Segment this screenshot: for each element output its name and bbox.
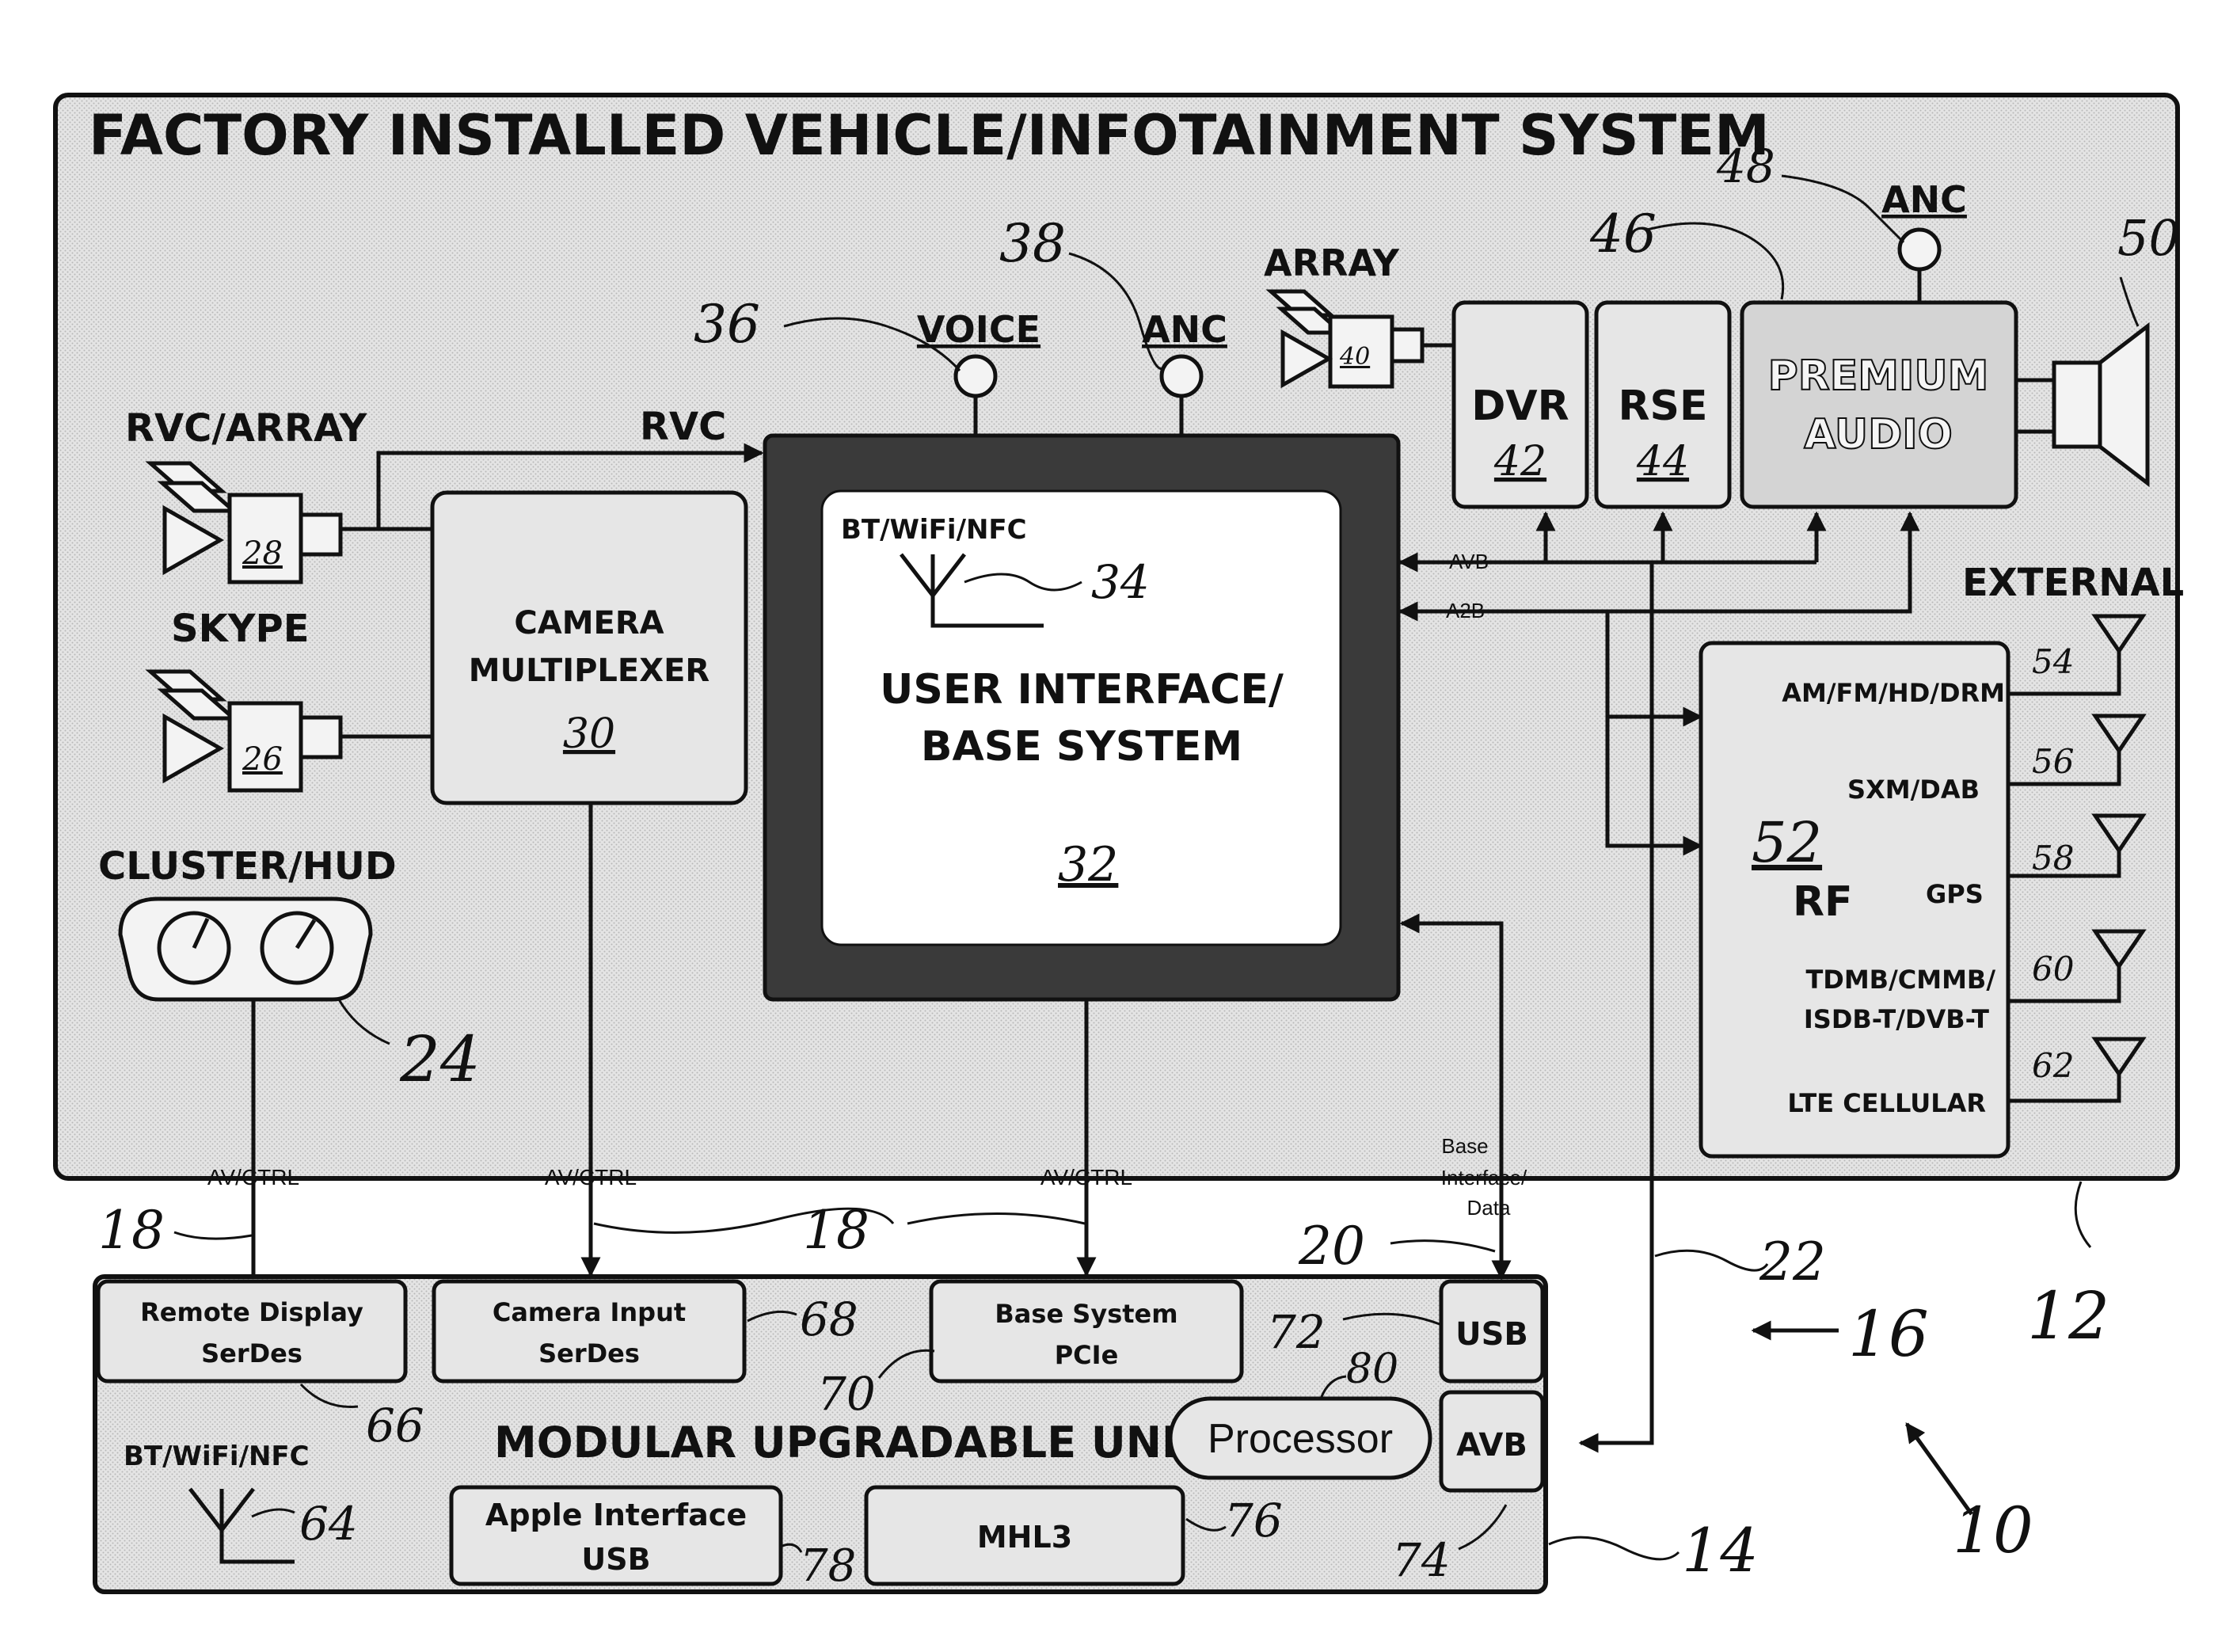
camera-multiplexer-line2: MULTIPLEXER xyxy=(469,653,709,689)
module-antenna-number: 64 xyxy=(299,1497,358,1551)
rf-label: RF xyxy=(1793,878,1853,926)
voice-mic-icon xyxy=(956,356,995,396)
anc2-mic-icon xyxy=(1900,230,1939,269)
module-bt-label: BT/WiFi/NFC xyxy=(124,1441,310,1472)
speaker-number: 50 xyxy=(2117,209,2180,267)
base-bt-label: BT/WiFi/NFC xyxy=(841,514,1027,546)
link-20-leader xyxy=(1390,1241,1495,1251)
camera-multiplexer-number: 30 xyxy=(563,710,615,758)
remote-display-number: 66 xyxy=(366,1399,424,1452)
rf-tdmb-line2: ISDB-T/DVB-T xyxy=(1804,1004,1989,1034)
link-22-leader xyxy=(1655,1250,1767,1270)
rf-sxm-label: SXM/DAB xyxy=(1847,775,1980,805)
premium-audio-line2: AUDIO xyxy=(1804,411,1953,459)
camera-input-number: 68 xyxy=(800,1292,858,1346)
avb-port-label: AVB xyxy=(1456,1427,1527,1464)
rvc-camera-number: 28 xyxy=(242,535,283,572)
apple-interface-line2: USB xyxy=(581,1542,650,1577)
factory-12-leader xyxy=(2075,1182,2090,1247)
link-22-number: 22 xyxy=(1759,1231,1826,1292)
processor-label: Processor xyxy=(1208,1416,1393,1462)
base-antenna-number: 34 xyxy=(1091,555,1150,609)
base-system-number: 32 xyxy=(1058,837,1118,893)
rf-lte-label: LTE CELLULAR xyxy=(1787,1088,1986,1118)
factory-12-number: 12 xyxy=(2027,1279,2109,1354)
array-camera-number: 40 xyxy=(1339,343,1370,371)
unit-14-number: 14 xyxy=(1682,1515,1759,1585)
antenna-58-number: 58 xyxy=(2032,839,2074,877)
base-system-line2: BASE SYSTEM xyxy=(921,723,1242,771)
anc-mic-icon xyxy=(1162,356,1201,396)
skype-camera-number: 26 xyxy=(242,741,283,778)
voice-label: VOICE xyxy=(917,308,1040,351)
premium-audio-box xyxy=(1742,303,2016,507)
base-interface-label-3: Data xyxy=(1467,1196,1511,1220)
processor-number: 80 xyxy=(1346,1346,1398,1393)
unit-14-leader xyxy=(1549,1537,1679,1559)
rf-gps-label: GPS xyxy=(1926,879,1984,909)
usb-number: 72 xyxy=(1267,1305,1326,1359)
avctrl-label-base: AV/CTRL xyxy=(1040,1165,1132,1190)
camera-input-line1: Camera Input xyxy=(493,1297,686,1327)
mhl3-number: 76 xyxy=(1224,1494,1283,1547)
cluster-hud-label: CLUSTER/HUD xyxy=(98,844,397,889)
rse-number: 44 xyxy=(1636,438,1689,485)
antenna-56-number: 56 xyxy=(2032,742,2074,781)
remote-display-line1: Remote Display xyxy=(140,1297,363,1327)
arrow-10-number: 10 xyxy=(1953,1494,2033,1567)
avb-port-number: 74 xyxy=(1392,1533,1451,1587)
link-18-left-leader xyxy=(174,1232,252,1239)
antenna-62-number: 62 xyxy=(2032,1046,2074,1085)
a2b-bus-label: A2B xyxy=(1446,599,1485,622)
rse-label: RSE xyxy=(1618,383,1707,430)
anc-mic-number: 38 xyxy=(999,213,1066,274)
base-interface-label-1: Base xyxy=(1441,1134,1488,1158)
rf-module-number: 52 xyxy=(1752,810,1822,875)
remote-display-line2: SerDes xyxy=(201,1338,302,1368)
link-20-number: 20 xyxy=(1298,1216,1365,1277)
antenna-54-number: 54 xyxy=(2032,642,2074,681)
antenna-60-number: 60 xyxy=(2032,950,2074,988)
skype-label: SKYPE xyxy=(171,607,310,651)
avctrl-label-mux: AV/CTRL xyxy=(545,1165,637,1190)
rf-tdmb-line1: TDMB/CMMB/ xyxy=(1805,965,1995,995)
base-pcie-line1: Base System xyxy=(995,1299,1177,1329)
cluster-number: 24 xyxy=(399,1022,481,1096)
base-interface-label-2: Interface/ xyxy=(1441,1166,1527,1190)
anc2-label: ANC xyxy=(1881,178,1967,221)
array-label: ARRAY xyxy=(1264,242,1400,284)
base-system-line1: USER INTERFACE/ xyxy=(880,666,1284,714)
dvr-number: 42 xyxy=(1493,438,1546,485)
base-pcie-number: 70 xyxy=(817,1367,876,1421)
factory-system-title: FACTORY INSTALLED VEHICLE/INFOTAINMENT S… xyxy=(89,103,1770,168)
avb-bus-label: AVB xyxy=(1449,550,1489,573)
link-18-left-number: 18 xyxy=(98,1200,165,1261)
camera-multiplexer-line1: CAMERA xyxy=(514,605,664,641)
voice-mic-number: 36 xyxy=(694,294,760,355)
rf-am-label: AM/FM/HD/DRM xyxy=(1782,678,2005,708)
apple-interface-number: 78 xyxy=(800,1540,856,1592)
premium-audio-line1: PREMIUM xyxy=(1768,352,1989,400)
rvc-line-label: RVC xyxy=(640,405,726,449)
base-pcie-line2: PCIe xyxy=(1055,1340,1119,1370)
anc2-mic-number: 48 xyxy=(1716,139,1775,193)
external-label: EXTERNAL xyxy=(1962,561,2184,605)
usb-label: USB xyxy=(1455,1316,1528,1353)
cluster-gauge-icon xyxy=(120,899,371,999)
dvr-label: DVR xyxy=(1471,383,1569,430)
audio-number: 46 xyxy=(1589,204,1657,265)
anc-label: ANC xyxy=(1142,308,1227,351)
apple-interface-line1: Apple Interface xyxy=(485,1498,747,1532)
rvc-array-label: RVC/ARRAY xyxy=(125,406,367,451)
camera-input-line2: SerDes xyxy=(538,1338,640,1368)
arrow-16-number: 16 xyxy=(1848,1297,1929,1371)
module-title: MODULAR UPGRADABLE UNIT xyxy=(494,1418,1207,1467)
avctrl-label-cluster: AV/CTRL xyxy=(207,1165,299,1190)
link-18-mid-number: 18 xyxy=(803,1200,869,1261)
mhl3-label: MHL3 xyxy=(977,1520,1072,1555)
